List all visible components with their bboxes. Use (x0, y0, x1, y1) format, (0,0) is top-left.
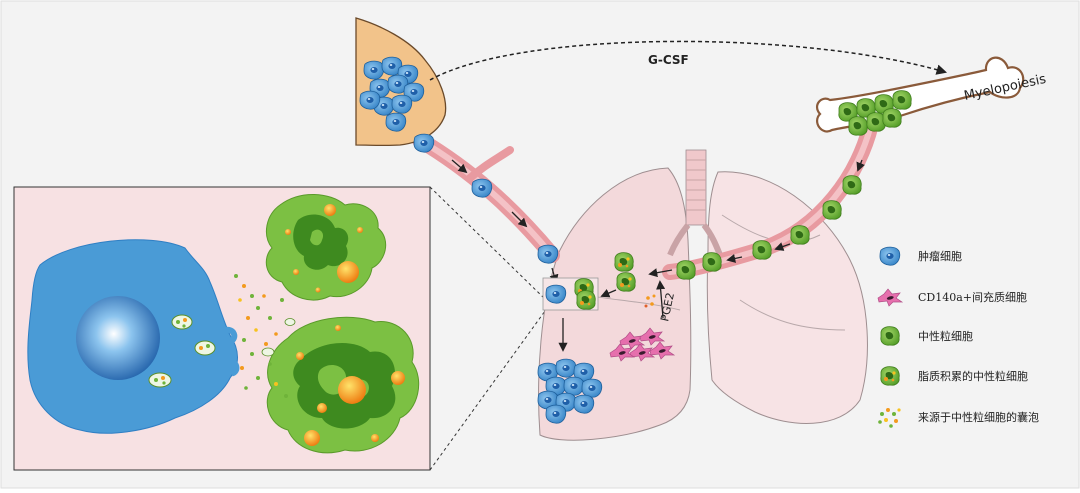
inset-panel (13, 186, 431, 471)
internalized-vesicles (148, 314, 216, 388)
legend-label-mesenchymal-cell: CD140a+间充质细胞 (918, 290, 1027, 304)
released-vesicles (234, 274, 296, 398)
legend-label-tumor-cell: 肿瘤细胞 (918, 249, 962, 263)
tumor-cell-icon (879, 246, 901, 266)
gcsf-label: G-CSF (648, 53, 689, 67)
legend-label-neutrophil: 中性粒细胞 (918, 329, 973, 343)
tumor-nucleus (76, 296, 160, 380)
zoom-line-bottom (429, 310, 546, 471)
legend-item-neutrophil: 中性粒细胞 (880, 326, 973, 346)
legend-item-mesenchymal-cell: CD140a+间充质细胞 (877, 288, 1027, 307)
legend-item-tumor-cell: 肿瘤细胞 (879, 246, 962, 266)
metastatic-niche: PGE2 (537, 253, 677, 424)
legend-item-vesicles: 来源于中性粒细胞的囊泡 (878, 408, 1039, 428)
neutrophil-vesicles-icon (878, 408, 901, 428)
neutrophil-icon (880, 326, 900, 346)
legend-label-vesicles: 来源于中性粒细胞的囊泡 (918, 410, 1039, 424)
legend-label-lipid-neutrophil: 脂质积累的中性粒细胞 (918, 369, 1028, 383)
primary-tumor-breast (355, 17, 447, 147)
gcsf-arrow (429, 40, 948, 81)
pge2-label: PGE2 (658, 291, 677, 322)
lipid-laden-neutrophil-icon (881, 367, 899, 386)
legend: 肿瘤细胞 CD140a+间充质细胞 中性粒细胞 脂质积累的中性粒细胞 来源于中性… (877, 246, 1039, 428)
zoom-line-top (429, 186, 546, 300)
legend-item-lipid-neutrophil: 脂质积累的中性粒细胞 (881, 367, 1028, 386)
circulating-neutrophils (676, 159, 865, 280)
